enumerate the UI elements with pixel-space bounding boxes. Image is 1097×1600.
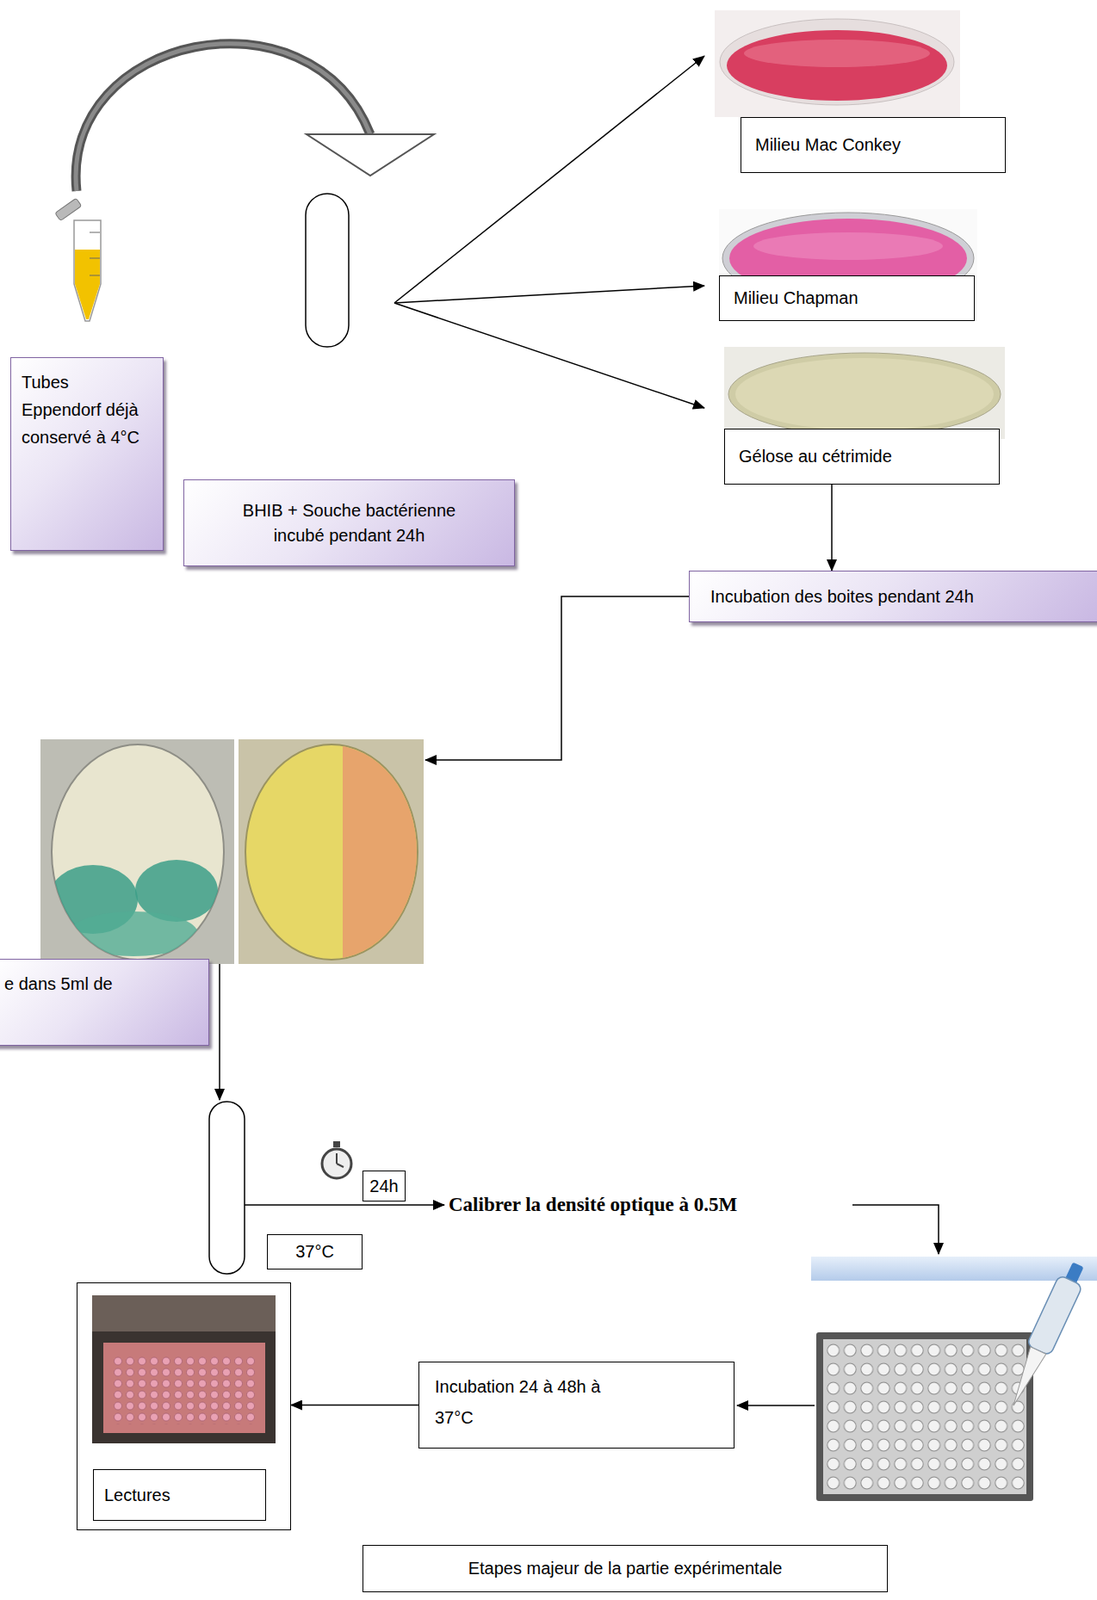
flow-arrow	[737, 1405, 815, 1407]
node-text: Tubes Eppendorf déjà conservé à 4°C	[21, 368, 141, 452]
test-tube	[209, 1102, 245, 1275]
time-label: 24h	[362, 1171, 406, 1203]
step-box: Incubation 24 à 48h à 37°C	[418, 1362, 735, 1450]
spread-lines	[394, 55, 705, 409]
microplate-pipette	[811, 1257, 1097, 1282]
eppendorf-tube-icon	[89, 275, 100, 277]
node-text: 37°C	[295, 1239, 335, 1265]
node-text: Milieu Mac Conkey	[755, 132, 901, 158]
flow-arrow	[218, 964, 221, 1101]
timer-icon	[333, 1141, 341, 1148]
reading-frame: Lectures	[76, 1282, 292, 1531]
flow-arrow	[852, 1205, 939, 1255]
spread-lines	[394, 285, 705, 304]
microplate-pipette	[824, 1341, 1027, 1494]
test-tube	[209, 1102, 245, 1275]
plate-photo-green	[40, 739, 235, 965]
eppendorf-tube-icon	[55, 198, 82, 221]
chapman-plate	[718, 209, 978, 322]
test-tube	[305, 193, 349, 348]
node-text: 24h	[369, 1174, 398, 1200]
node-text: e dans 5ml de	[4, 972, 200, 998]
node-text: Incubation des boites pendant 24h	[710, 584, 974, 610]
flow-arrow	[218, 964, 221, 1101]
plate-photo-yellow	[238, 739, 424, 965]
plate-reader-photo	[92, 1295, 276, 1333]
plate-photo-yellow	[342, 745, 417, 960]
eppendorf-tube-icon	[89, 232, 100, 234]
eppendorf-tube-icon	[55, 198, 101, 322]
step-box: e dans 5ml de	[0, 959, 210, 1047]
eppendorf-tube-icon	[74, 249, 100, 320]
node-text: Gélose au cétrimide	[738, 444, 893, 470]
node-text: Lectures	[92, 1469, 267, 1522]
microplate-pipette	[811, 1257, 1097, 1502]
test-tube	[305, 193, 349, 348]
transfer-arc	[75, 43, 371, 192]
node-text: Incubation 24 à 48h à 37°C	[434, 1371, 631, 1434]
plate-reader-photo	[92, 1295, 276, 1445]
eppendorf-tube-icon	[89, 258, 100, 260]
mac-conkey-plate	[714, 10, 961, 118]
microplate-pipette	[1026, 1275, 1083, 1357]
mac-conkey-plate	[726, 30, 948, 101]
mac-conkey-plate	[714, 10, 961, 118]
flow-arrow	[244, 1204, 445, 1207]
plate-photo-yellow	[245, 744, 418, 961]
eppendorf-tube-icon	[74, 220, 101, 322]
plate-photo-green	[51, 744, 224, 961]
chapman-plate	[718, 209, 978, 322]
annotation: Calibrer la densité optique à 0.5M	[445, 1192, 741, 1219]
temperature-label: 37°C	[266, 1234, 363, 1271]
plate-photo-yellow	[238, 739, 424, 965]
chapman-plate	[753, 232, 943, 261]
transfer-arc	[75, 43, 434, 192]
mac-conkey-plate	[743, 39, 930, 68]
plate-photo-green	[40, 739, 235, 965]
microplate-pipette	[1001, 1259, 1091, 1412]
mac-conkey-plate	[719, 18, 955, 106]
cetrimide-plate	[728, 353, 1001, 436]
plate-reader-photo	[103, 1343, 266, 1434]
step-box: BHIB + Souche bactérienne incubé pendant…	[183, 479, 515, 567]
spread-lines	[394, 55, 705, 304]
transfer-arc	[75, 43, 371, 192]
cetrimide-plate	[724, 347, 1005, 440]
timer-icon	[322, 1149, 352, 1179]
cetrimide-plate	[724, 347, 1005, 440]
timer-icon	[335, 1153, 338, 1165]
spread-lines	[394, 303, 705, 409]
plate-reader-photo	[111, 1356, 257, 1426]
plate-photo-green	[68, 911, 199, 957]
flow-arrow	[737, 1405, 815, 1407]
microplate-pipette	[816, 1332, 1034, 1502]
medium-label: Milieu Chapman	[718, 275, 975, 322]
microplate-pipette	[1004, 1347, 1047, 1410]
timer-icon	[322, 1141, 352, 1179]
node-text: BHIB + Souche bactérienne incubé pendant…	[218, 498, 480, 549]
flow-arrow	[425, 596, 689, 761]
plate-photo-green	[48, 860, 218, 957]
flow-connector	[291, 1405, 419, 1407]
timer-icon	[336, 1164, 344, 1168]
microplate-pipette	[823, 1339, 1027, 1495]
plate-reader-photo	[92, 1295, 276, 1445]
step-box: Incubation des boites pendant 24h	[688, 570, 1097, 623]
medium-label: Milieu Mac Conkey	[740, 117, 1006, 174]
transfer-arc	[306, 134, 434, 176]
figure-caption: Etapes majeur de la partie expérimentale	[362, 1545, 888, 1593]
node-text: Milieu Chapman	[733, 285, 859, 311]
step-box: Tubes Eppendorf déjà conservé à 4°C	[10, 357, 164, 552]
flow-connector	[830, 484, 833, 571]
flow-arrow	[425, 596, 689, 761]
cetrimide-plate	[735, 358, 994, 431]
medium-label: Gélose au cétrimide	[724, 428, 1000, 485]
